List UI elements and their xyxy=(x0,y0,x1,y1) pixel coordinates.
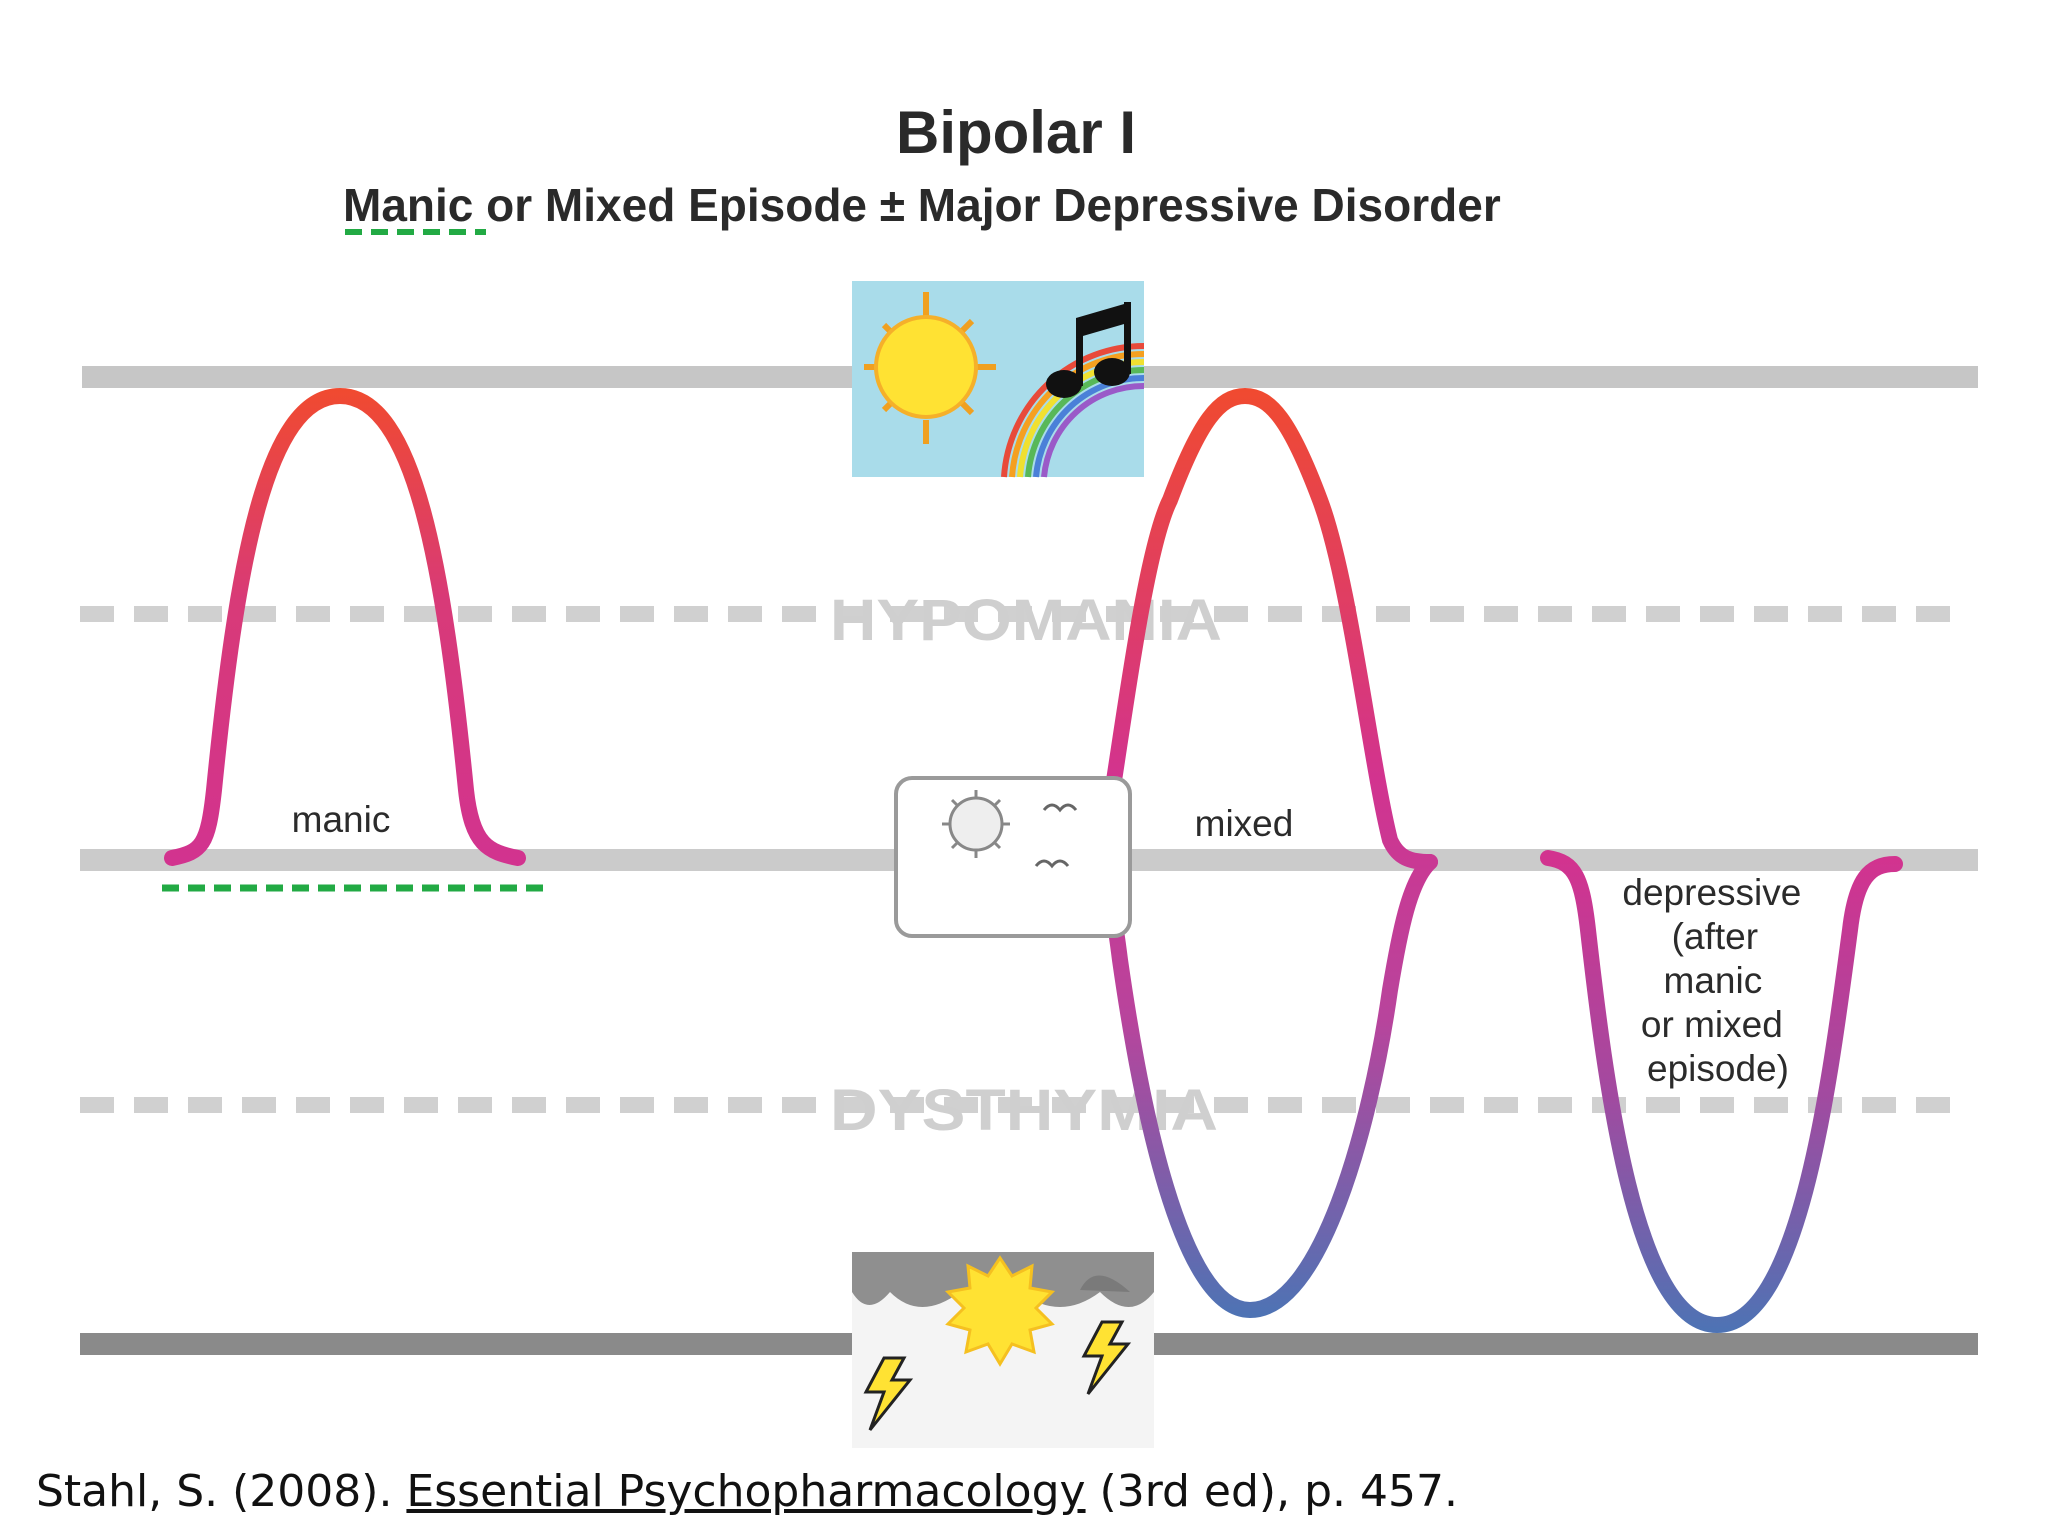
citation-rest: (3rd ed), p. 457. xyxy=(1085,1466,1458,1517)
page-subtitle: Manic or Mixed Episode ± Major Depressiv… xyxy=(343,178,1501,232)
depressive-curve xyxy=(1540,850,1903,1334)
cloud-sun-icon xyxy=(894,776,1132,938)
depressive-line-1: depressive xyxy=(1622,872,1801,913)
mixed-down-curve xyxy=(1092,852,1438,1319)
page-title: Bipolar I xyxy=(895,99,1137,166)
depressive-line-2: (after xyxy=(1672,916,1758,957)
manic-label: manic xyxy=(292,799,391,840)
depressive-line-5: episode) xyxy=(1647,1048,1789,1089)
depressive-line-3: manic xyxy=(1664,960,1763,1001)
subtitle-manic: Manic xyxy=(343,179,474,231)
hypomania-label: HYPOMANIA xyxy=(830,588,1222,653)
depressive-label: depressive (after manic or mixed episode… xyxy=(1622,872,1811,1089)
citation-book: Essential Psychopharmacology xyxy=(406,1466,1086,1517)
mixed-label: mixed xyxy=(1195,803,1294,844)
sun-music-rainbow-icon xyxy=(852,281,1145,478)
mixed-curve xyxy=(1092,387,1438,870)
citation: Stahl, S. (2008). Essential Psychopharma… xyxy=(36,1466,1458,1517)
manic-curve xyxy=(164,387,526,866)
storm-lightning-icon xyxy=(852,1252,1154,1448)
citation-author: Stahl, S. (2008). xyxy=(36,1466,407,1517)
subtitle-rest: or Mixed Episode ± Major Depressive Diso… xyxy=(473,179,1501,231)
depressive-line-4: or mixed xyxy=(1641,1004,1783,1045)
